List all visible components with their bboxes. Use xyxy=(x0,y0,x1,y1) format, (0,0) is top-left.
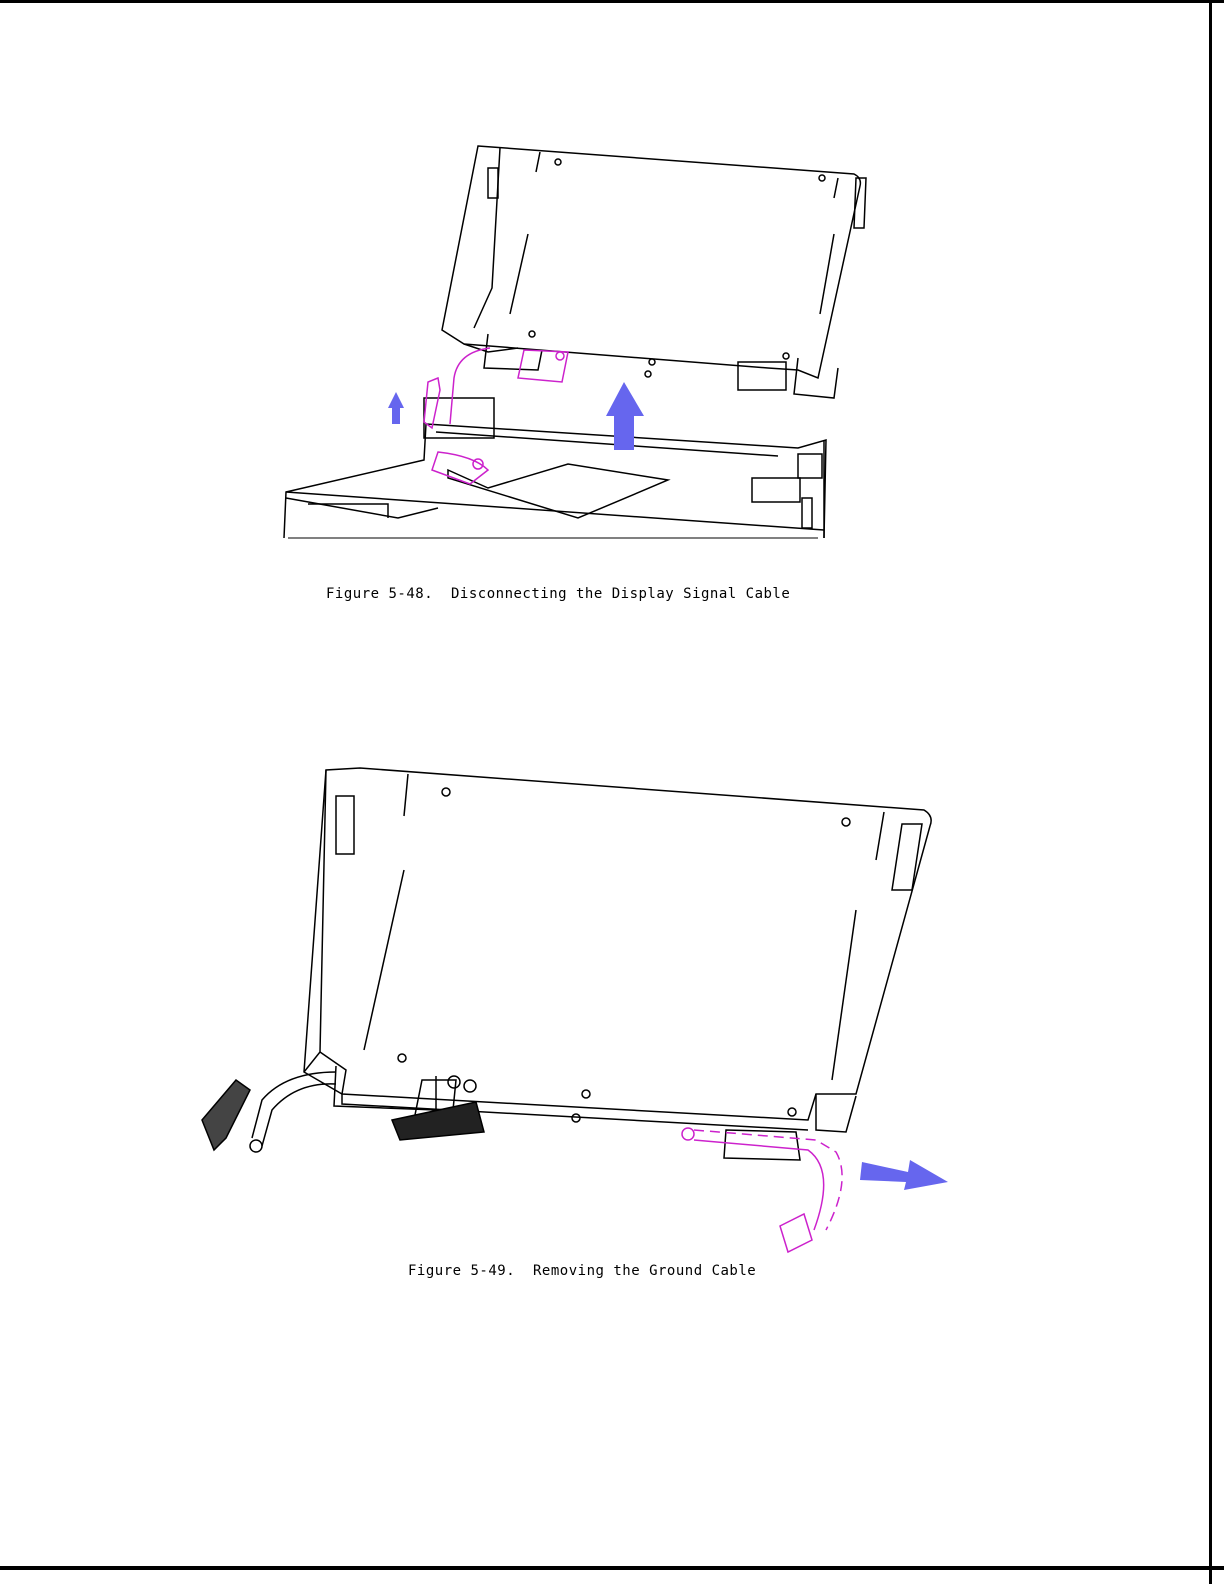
display-panel-drawing xyxy=(304,768,931,1160)
up-arrow-small-icon xyxy=(388,392,404,424)
laptop-display-drawing xyxy=(284,146,866,538)
figure-5-48-caption: Figure 5-48. Disconnecting the Display S… xyxy=(326,586,790,602)
ground-cable-connector xyxy=(202,1072,336,1152)
bottom-border xyxy=(0,1566,1224,1570)
top-border xyxy=(0,0,1224,3)
figure-5-48-illustration xyxy=(278,138,838,546)
right-arrow-icon xyxy=(860,1160,948,1190)
figure-5-49-caption: Figure 5-49. Removing the Ground Cable xyxy=(408,1263,756,1279)
right-border xyxy=(1209,0,1212,1584)
figure-5-49-illustration xyxy=(196,760,956,1260)
up-arrow-large-icon xyxy=(606,382,644,450)
